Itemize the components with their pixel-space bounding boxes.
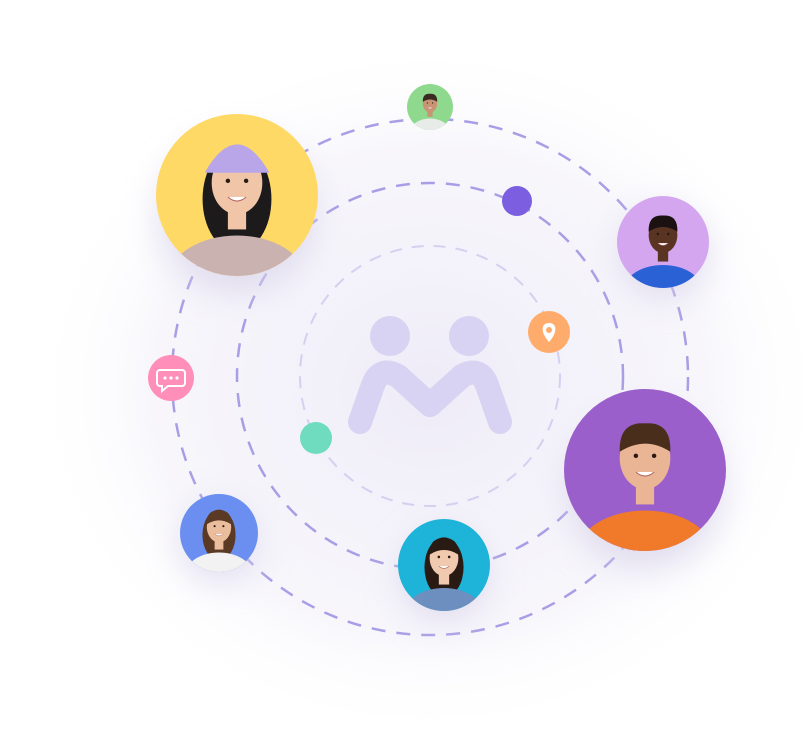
chat-bubble-icon — [148, 355, 194, 401]
avatar-woman-denim — [398, 519, 490, 621]
community-logo-icon — [348, 316, 512, 434]
avatar-woman-beanie — [156, 114, 318, 293]
avatar-man-orange-shirt — [564, 389, 726, 568]
orbit-inner — [299, 245, 561, 507]
dot-icon — [502, 186, 532, 216]
avatar-man-blue-shirt — [617, 196, 709, 298]
dot-icon — [300, 422, 332, 454]
avatar-woman-white-shirt — [180, 494, 258, 580]
location-pin-icon — [528, 311, 570, 353]
avatar-man-small — [407, 84, 453, 130]
